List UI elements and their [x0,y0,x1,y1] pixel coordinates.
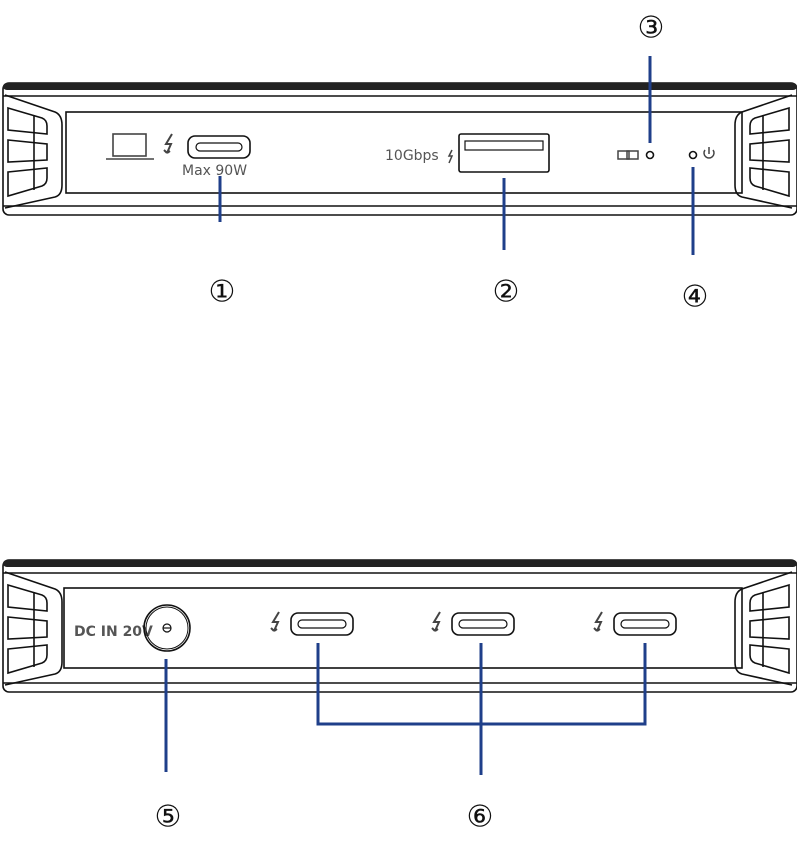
usb-a-speed-label: 10Gbps [385,148,439,164]
rear-panel [2,559,797,693]
callout-5: ⑤ [155,800,182,835]
bolt-icon [447,149,454,164]
usb-a-port[interactable] [458,133,550,173]
dc-in-port[interactable] [143,604,191,652]
laptop-icon [106,133,154,160]
callout-1: ① [209,275,236,310]
usb-c-port-laptop[interactable] [187,135,251,159]
power-icon [703,147,715,159]
callout-2: ② [493,275,520,310]
dc-in-label: DC IN 20V [74,624,153,640]
thunderbolt-port-3[interactable] [613,612,677,636]
max-power-label: Max 90W [182,163,247,179]
callout-line-6 [316,643,647,775]
link-led [645,150,655,160]
dc-polarity-icon [162,623,172,633]
callout-6: ⑥ [467,800,494,835]
thunderbolt-port-2[interactable] [451,612,515,636]
thunderbolt-port-1[interactable] [290,612,354,636]
power-led [688,150,698,160]
callout-4: ④ [682,280,709,315]
link-icon [617,150,639,160]
front-panel: Max 90W 10Gbps [2,82,797,216]
callout-3: ③ [638,11,665,46]
